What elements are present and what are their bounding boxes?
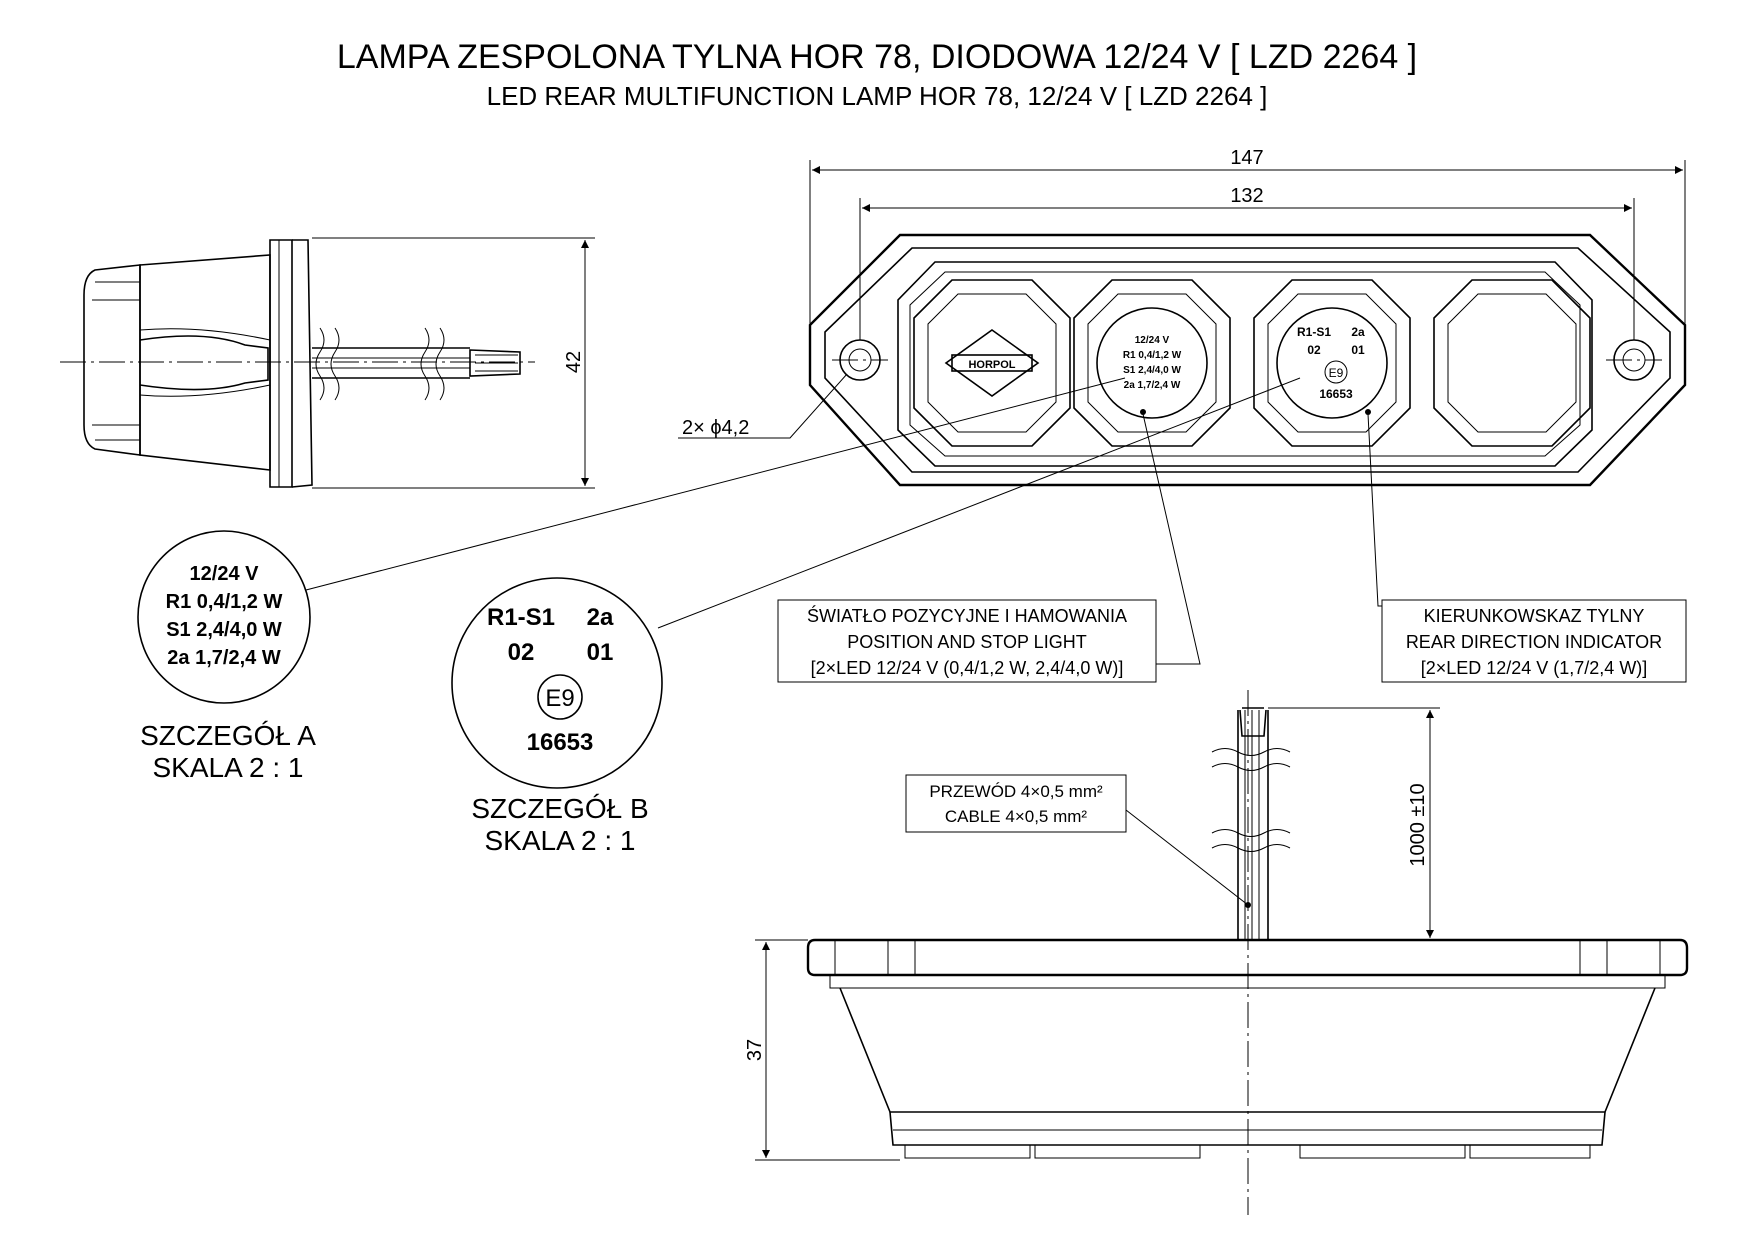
callout-position-stop-line-1: ŚWIATŁO POZYCYJNE I HAMOWANIA <box>807 605 1127 626</box>
callout-direction-line-2: REAR DIRECTION INDICATOR <box>1406 632 1662 652</box>
led-chamber-3 <box>1253 279 1411 447</box>
bottom-view: 1000 ±10 37 <box>744 690 1689 1215</box>
led-chamber-2 <box>1073 279 1231 447</box>
detail-a-line-3: S1 2,4/4,0 W <box>166 619 282 641</box>
detail-a-line-4: 2a 1,7/2,4 W <box>167 647 281 669</box>
dim-overall-width: 147 <box>1230 147 1263 169</box>
detail-b-number: 16653 <box>527 729 594 756</box>
callout-position-stop-line-3: [2×LED 12/24 V (0,4/1,2 W, 2,4/4,0 W)] <box>811 658 1124 678</box>
small-b-row2-right: 01 <box>1351 343 1365 357</box>
title-english: LED REAR MULTIFUNCTION LAMP HOR 78, 12/2… <box>487 81 1268 111</box>
callout-position-stop-line-2: POSITION AND STOP LIGHT <box>847 632 1086 652</box>
dim-height: 42 <box>563 351 585 373</box>
dim-cable-length: 1000 ±10 <box>1407 783 1429 866</box>
small-a-line-1: 12/24 V <box>1135 335 1170 346</box>
small-b-row2-left: 02 <box>1307 343 1321 357</box>
detail-b-scale: SKALA 2 : 1 <box>485 825 636 856</box>
detail-a-title: SZCZEGÓŁ A <box>140 720 316 751</box>
horpol-logo <box>944 329 1040 397</box>
detail-b-row2-right: 01 <box>587 639 614 666</box>
dim-hole-spacing: 132 <box>1230 185 1263 207</box>
title-polish: LAMPA ZESPOLONA TYLNA HOR 78, DIODOWA 12… <box>337 38 1417 76</box>
detail-a: 12/24 V R1 0,4/1,2 W S1 2,4/4,0 W 2a 1,7… <box>137 377 1126 783</box>
callout-cable-line-2: CABLE 4×0,5 mm² <box>945 807 1088 826</box>
small-b-row1-right: 2a <box>1351 325 1365 339</box>
callout-position-stop: ŚWIATŁO POZYCYJNE I HAMOWANIA POSITION A… <box>777 413 1201 683</box>
detail-a-line-1: 12/24 V <box>190 563 260 585</box>
detail-b-title: SZCZEGÓŁ B <box>471 793 648 824</box>
dim-hole-diameter: 2× ϕ4,2 <box>682 417 749 439</box>
callout-direction-line-1: KIERUNKOWSKAZ TYLNY <box>1424 606 1645 626</box>
small-b-row1-left: R1-S1 <box>1297 325 1331 339</box>
small-a-line-3: S1 2,4/4,0 W <box>1123 365 1181 376</box>
detail-b-row1-right: 2a <box>587 604 614 631</box>
detail-a-scale: SKALA 2 : 1 <box>153 752 304 783</box>
led-chamber-1 <box>913 279 1071 447</box>
front-view: HORPOL 12/24 V R1 0,4/1,2 W S1 2,4/4,0 W… <box>678 147 1687 487</box>
small-b-mark: E9 <box>1329 366 1344 380</box>
brand-logo-text: HORPOL <box>968 359 1015 371</box>
detail-b-row2-left: 02 <box>508 639 535 666</box>
side-view: 42 <box>60 237 595 489</box>
callout-cable-line-1: PRZEWÓD 4×0,5 mm² <box>929 782 1103 801</box>
detail-b-row1-left: R1-S1 <box>487 604 555 631</box>
small-b-number: 16653 <box>1319 387 1353 401</box>
small-a-line-2: R1 0,4/1,2 W <box>1123 350 1182 361</box>
callout-cable: PRZEWÓD 4×0,5 mm² CABLE 4×0,5 mm² <box>905 774 1251 908</box>
callout-direction: KIERUNKOWSKAZ TYLNY REAR DIRECTION INDIC… <box>1367 413 1687 683</box>
detail-a-line-2: R1 0,4/1,2 W <box>166 591 283 613</box>
detail-b-mark: E9 <box>545 685 574 712</box>
detail-b: R1-S1 2a 02 01 E9 16653 SZCZEGÓŁ B SKALA… <box>451 377 1301 856</box>
led-chamber-4 <box>1433 279 1591 447</box>
small-a-line-4: 2a 1,7/2,4 W <box>1124 380 1181 391</box>
dim-depth: 37 <box>744 1039 766 1061</box>
callout-direction-line-3: [2×LED 12/24 V (1,7/2,4 W)] <box>1421 658 1648 678</box>
